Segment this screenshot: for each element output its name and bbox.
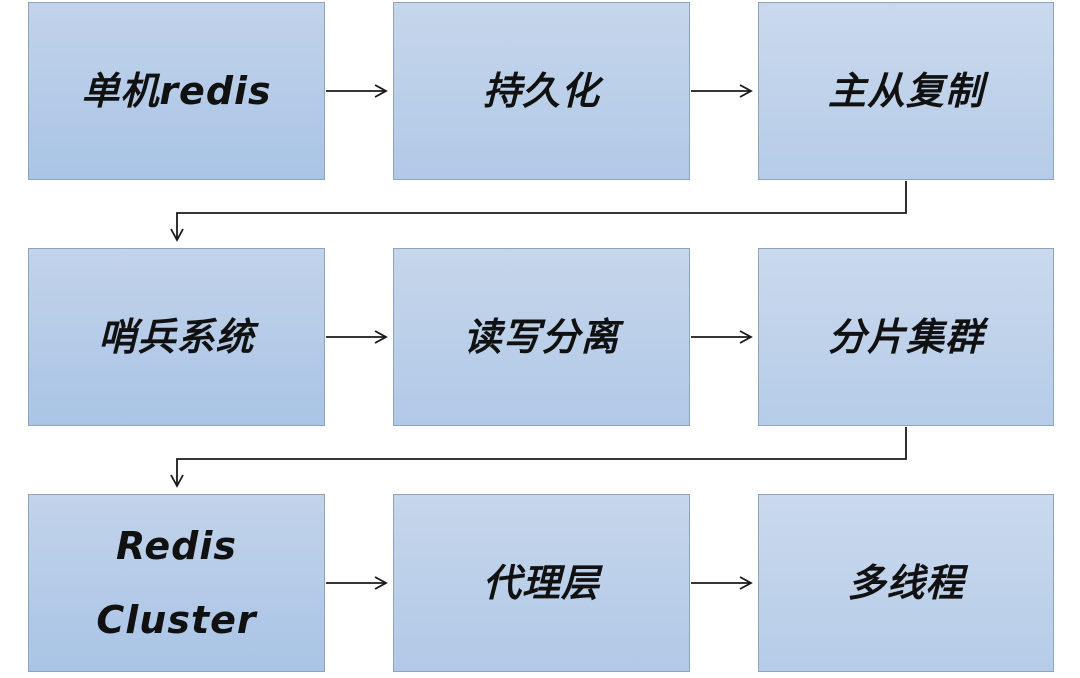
node-standalone-redis: 单机redis — [28, 2, 325, 180]
node-multithreading: 多线程 — [758, 494, 1054, 672]
node-label: 代理层 — [482, 560, 600, 605]
node-label: 主从复制 — [827, 68, 984, 113]
node-redis-cluster: Redis Cluster — [28, 494, 325, 672]
node-label: 读写分离 — [463, 314, 620, 359]
node-label: 持久化 — [482, 68, 600, 113]
node-label-line-2: Cluster — [96, 598, 257, 642]
node-persistence: 持久化 — [393, 2, 690, 180]
node-label: 多线程 — [847, 560, 965, 605]
node-label-multiline: Redis Cluster — [96, 509, 256, 657]
node-label-line-1: Redis — [115, 523, 237, 568]
node-proxy-layer: 代理层 — [393, 494, 690, 672]
node-label: 分片集群 — [827, 314, 984, 359]
node-read-write-separation: 读写分离 — [393, 248, 690, 426]
node-master-slave-replication: 主从复制 — [758, 2, 1054, 180]
node-label: 单机redis — [81, 68, 272, 113]
node-sharded-cluster: 分片集群 — [758, 248, 1054, 426]
node-sentinel-system: 哨兵系统 — [28, 248, 325, 426]
node-label: 哨兵系统 — [98, 314, 255, 359]
arrow-b6-to-b7 — [170, 427, 907, 488]
arrow-b3-to-b4 — [170, 181, 907, 242]
